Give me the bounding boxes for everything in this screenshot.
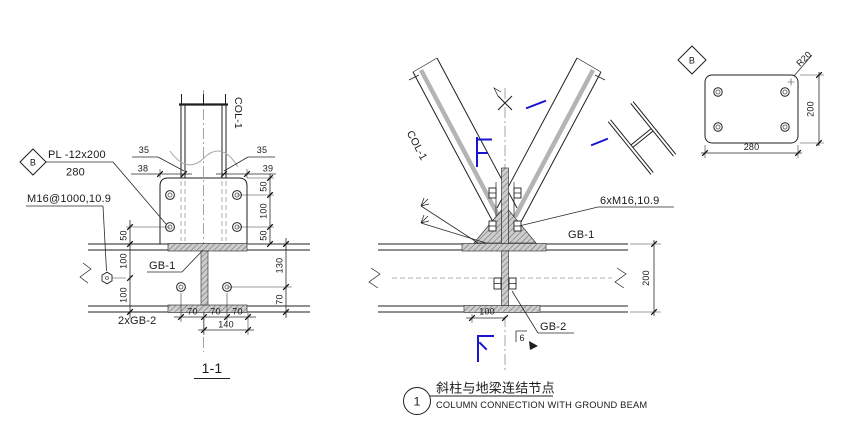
ground-beam-label: GB-1	[149, 260, 175, 272]
dim-beam-70: 70	[275, 294, 285, 304]
dim-35-left: 35	[139, 145, 149, 155]
weld-size-label: 6	[520, 333, 525, 343]
ground-beam-label: GB-1	[568, 229, 594, 241]
web-plate-hatch	[200, 250, 209, 306]
weld-arrows	[420, 197, 487, 244]
diagonal-flange-fills	[419, 68, 595, 219]
beam-depth-dim: 200	[641, 270, 651, 286]
title-block: 1 斜柱与地梁连结节点 COLUMN CONNECTION WITH GROUN…	[403, 381, 647, 415]
plate-label-leader	[46, 161, 167, 225]
dim-70a: 70	[187, 307, 197, 317]
beam-break-mark	[79, 262, 92, 284]
section-title: 1-1	[202, 360, 223, 376]
diagonal-member-edges	[412, 57, 602, 223]
bolt-group-leader	[518, 206, 674, 227]
plate-width-dim: 280	[744, 142, 760, 152]
dimension-ticks	[701, 71, 823, 157]
dim-plate-100: 100	[259, 203, 269, 219]
column-flange-lines	[180, 104, 227, 178]
dim-plate-50a: 50	[259, 181, 269, 191]
detail-marker-diamond	[19, 148, 47, 176]
dimension-lines	[129, 173, 287, 331]
stiffener-wedge-right	[508, 209, 537, 244]
anchor-bolt-label: M16@1000,10.9	[27, 193, 111, 205]
dim-beam-130: 130	[275, 258, 285, 274]
plate-bolts	[165, 190, 242, 232]
dim-left-50: 50	[119, 230, 129, 240]
dim-140: 140	[218, 320, 234, 330]
column-top-stubs	[181, 94, 226, 104]
channel-label: 2xGB-2	[118, 315, 157, 327]
dim-38-left: 38	[138, 164, 148, 174]
channel-label: GB-2	[540, 321, 566, 333]
axis-arrow	[493, 87, 502, 97]
dimension-ticks	[126, 170, 290, 334]
dim-plate-50b: 50	[259, 230, 269, 240]
top-flange-plate-hatch	[461, 243, 547, 252]
detail-number: 1	[414, 395, 421, 409]
dim-left-100a: 100	[119, 253, 129, 269]
left-section-view: 35 38 35 39 50 100 50 130 70 50 100 100 …	[19, 90, 310, 379]
leader-35-left	[132, 156, 185, 172]
drawing-title-en: COLUMN CONNECTION WITH GROUND BEAM	[436, 400, 647, 410]
web-plate-hatch	[501, 250, 509, 306]
plate-bolts	[713, 87, 790, 132]
weld-symbol: 6	[515, 330, 538, 350]
main-connection-view: COL-1 6xM16,10.9 GB-1 GB-2 200 100 6	[368, 57, 677, 372]
anchor-bolt-leader	[26, 205, 107, 272]
web-bolt	[493, 277, 517, 290]
radius-leader	[793, 54, 813, 77]
gb2-leader	[511, 290, 574, 334]
bolt-group-label: 6xM16,10.9	[600, 195, 659, 207]
stiffener-wedge-left	[473, 209, 502, 244]
end-plate-outline	[159, 177, 248, 244]
leader-35-right	[223, 156, 275, 172]
detail-marker-b-label: B	[689, 56, 695, 66]
plate-height-dim: 200	[806, 101, 816, 117]
bottom-flange-plate-hatch	[463, 305, 541, 313]
top-flange-plate-hatch	[167, 243, 248, 252]
blue-check-marks	[476, 99, 609, 362]
dimension-lines	[701, 72, 820, 154]
column-label-left-view: COL-1	[232, 97, 244, 129]
dim-35-right: 35	[257, 145, 267, 155]
corner-radius-label: R20	[794, 49, 813, 68]
anchor-bolt-hex	[101, 271, 113, 285]
plate-detail-b: B R20 200 280	[677, 45, 824, 158]
depth-extension-lines	[630, 243, 661, 313]
plate-label: PL -12x200	[48, 149, 106, 161]
column-label-center-view: COL-1	[404, 129, 430, 163]
offset-dim-ticks	[468, 314, 509, 322]
axis-cross-mark	[497, 95, 513, 111]
column-break-curve	[169, 150, 239, 168]
plate-outline	[704, 74, 799, 144]
gusset-bolts	[488, 187, 522, 232]
weld-arrowhead	[529, 341, 538, 350]
radius-center-mark	[787, 78, 795, 86]
dim-39-right: 39	[263, 164, 273, 174]
plate-offset-dim: 100	[479, 307, 495, 317]
dim-70c: 70	[232, 307, 242, 317]
detail-number-circle	[403, 387, 431, 415]
beam-break-marks	[368, 267, 627, 289]
detail-marker-b-label: B	[30, 158, 36, 168]
detail-marker-diamond	[677, 45, 707, 75]
plate-width-label: 280	[66, 167, 85, 179]
member-section-sketch	[607, 101, 677, 175]
drawing-title-cn: 斜柱与地梁连结节点	[436, 381, 555, 396]
depth-dim-ticks	[650, 240, 658, 316]
dim-left-100b: 100	[119, 287, 129, 303]
gusset-plate-hatch	[501, 167, 509, 244]
extension-lines	[704, 74, 824, 158]
dim-70b: 70	[210, 307, 220, 317]
gb1-leader	[147, 249, 204, 273]
